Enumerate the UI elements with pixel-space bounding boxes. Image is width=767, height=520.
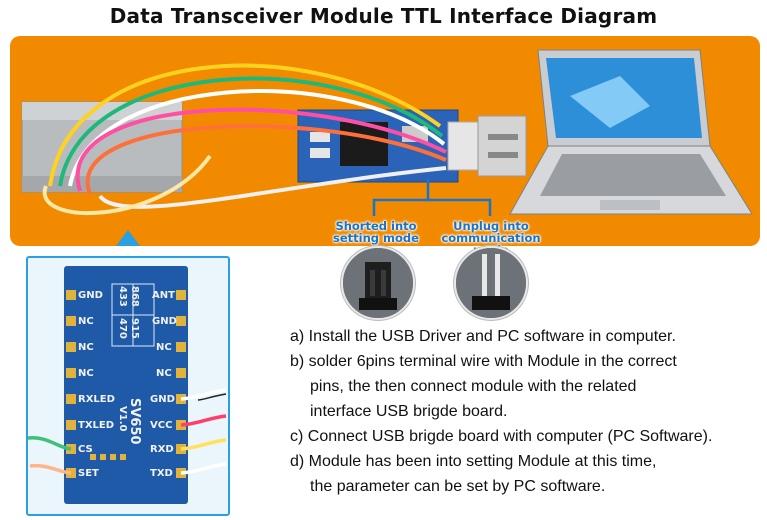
pcb-model-label: SV650 [127,398,142,445]
instruction-c: c) Connect USB brigde board with compute… [290,428,713,445]
instruction-b: b) solder 6pins terminal wire with Modul… [290,353,677,370]
jumper-unplugged-closeup [454,246,528,320]
instruction-d: d) Module has been into setting Module a… [290,453,657,470]
header-pins-icon [456,248,526,318]
pcb-version-label: V1.0 [117,406,128,432]
shorted-callout: Shorted into setting mode [333,219,419,245]
pin-right-nc-1: NC [156,342,172,353]
pcb-freq-470: 470 [117,318,128,339]
jumper-shorted-closeup [341,246,415,320]
pin-left-nc-3: NC [78,368,94,379]
pin-right-gnd-1: GND [152,316,177,327]
instruction-b-cont-2: interface USB brigde board. [310,403,508,420]
pin-left-rxled: RXLED [78,394,115,405]
hardware-illustration [21,49,753,246]
instruction-a: a) Install the USB Driver and PC softwar… [290,328,676,345]
pcb-freq-915: 915 [129,318,140,339]
connection-wires [42,63,447,215]
callout-bracket [372,178,492,216]
hardware-panel [10,36,760,246]
instruction-list: a) Install the USB Driver and PC softwar… [290,324,760,499]
pin-right-vcc: VCC [150,420,173,431]
jumper-cap-icon [343,248,413,318]
pin-right-gnd-2: GND [150,394,175,405]
instruction-b-cont-1: pins, the then connect module with the r… [310,378,637,395]
diagram-title: Data Transceiver Module TTL Interface Di… [109,4,658,28]
pin-right-nc-2: NC [156,368,172,379]
pcb-freq-868: 868 [129,286,140,307]
pcb-freq-433: 433 [117,286,128,307]
module-pcb-closeup: 433 868 470 915 SV650 V1.0 GND NC NC NC … [26,256,230,516]
usb-plug [447,115,527,177]
pin-left-txled: TXLED [78,420,115,431]
pin-left-nc-1: NC [78,316,94,327]
pointer-triangle [116,230,140,246]
instruction-d-cont: the parameter can be set by PC software. [310,478,606,495]
pin-left-nc-2: NC [78,342,94,353]
pin-right-ant: ANT [152,290,175,301]
pin-left-gnd: GND [78,290,103,301]
laptop-computer [509,49,753,215]
pin-left-cs: CS [78,444,93,455]
module-pcb-illustration [28,266,227,504]
pin-right-txd: TXD [150,468,173,479]
pin-right-rxd: RXD [150,444,174,455]
pin-left-set: SET [78,468,99,479]
